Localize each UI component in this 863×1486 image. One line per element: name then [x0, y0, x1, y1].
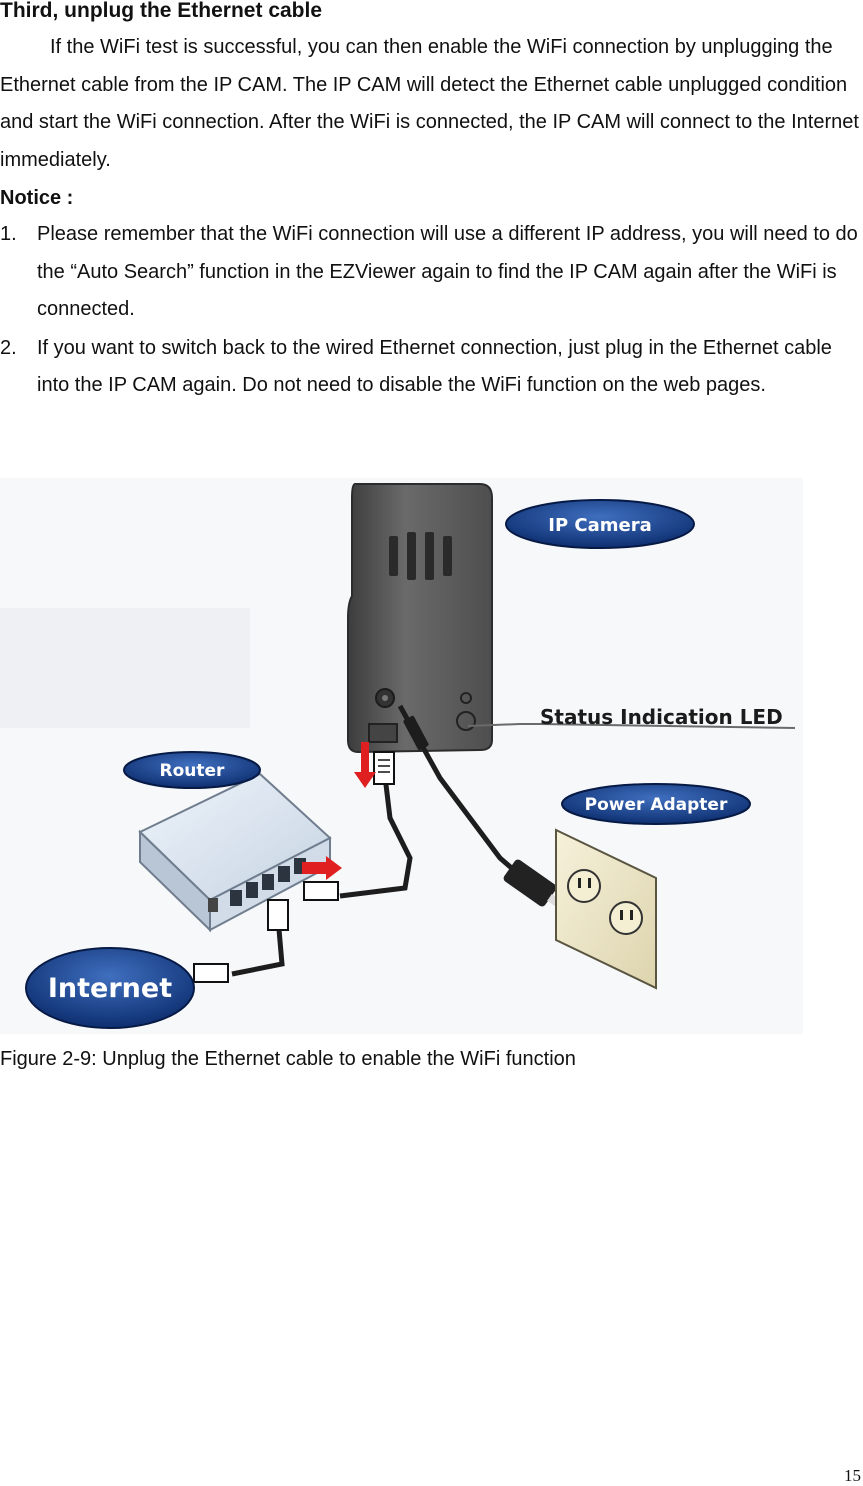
unplug-arrow-icon — [354, 742, 376, 788]
router-icon — [138, 758, 332, 933]
power-adapter-label: Power Adapter — [585, 795, 728, 815]
status-led-label: Status Indication LED — [540, 705, 783, 729]
plug-arrow-icon — [302, 856, 342, 880]
notice-item: 2. If you want to switch back to the wir… — [0, 330, 863, 405]
section-title: Third, unplug the Ethernet cable — [0, 0, 323, 22]
router-badge: Router — [123, 751, 261, 789]
notice-list: 1. Please remember that the WiFi connect… — [0, 216, 863, 406]
figure-caption: Figure 2-9: Unplug the Ethernet cable to… — [0, 1048, 576, 1070]
connection-diagram: IP Camera Status Indication LED Router P… — [0, 478, 803, 1034]
intro-paragraph: If the WiFi test is successful, you can … — [0, 36, 859, 171]
notice-item: 1. Please remember that the WiFi connect… — [0, 216, 863, 329]
ip-camera-badge: IP Camera — [505, 499, 695, 549]
ip-camera-label: IP Camera — [548, 515, 652, 536]
internet-badge: Internet — [25, 947, 195, 1029]
internet-label: Internet — [48, 973, 172, 1004]
router-label: Router — [160, 761, 226, 781]
notice-item-text: If you want to switch back to the wired … — [37, 336, 832, 397]
wall-outlet-icon — [555, 828, 657, 990]
ip-camera-icon — [347, 483, 493, 754]
notice-item-text: Please remember that the WiFi connection… — [37, 223, 858, 320]
power-adapter-badge: Power Adapter — [561, 783, 751, 825]
notice-item-number: 1. — [0, 223, 17, 245]
notice-item-number: 2. — [0, 336, 17, 359]
page-number: 15 — [844, 1466, 861, 1485]
notice-heading: Notice : — [0, 187, 74, 209]
